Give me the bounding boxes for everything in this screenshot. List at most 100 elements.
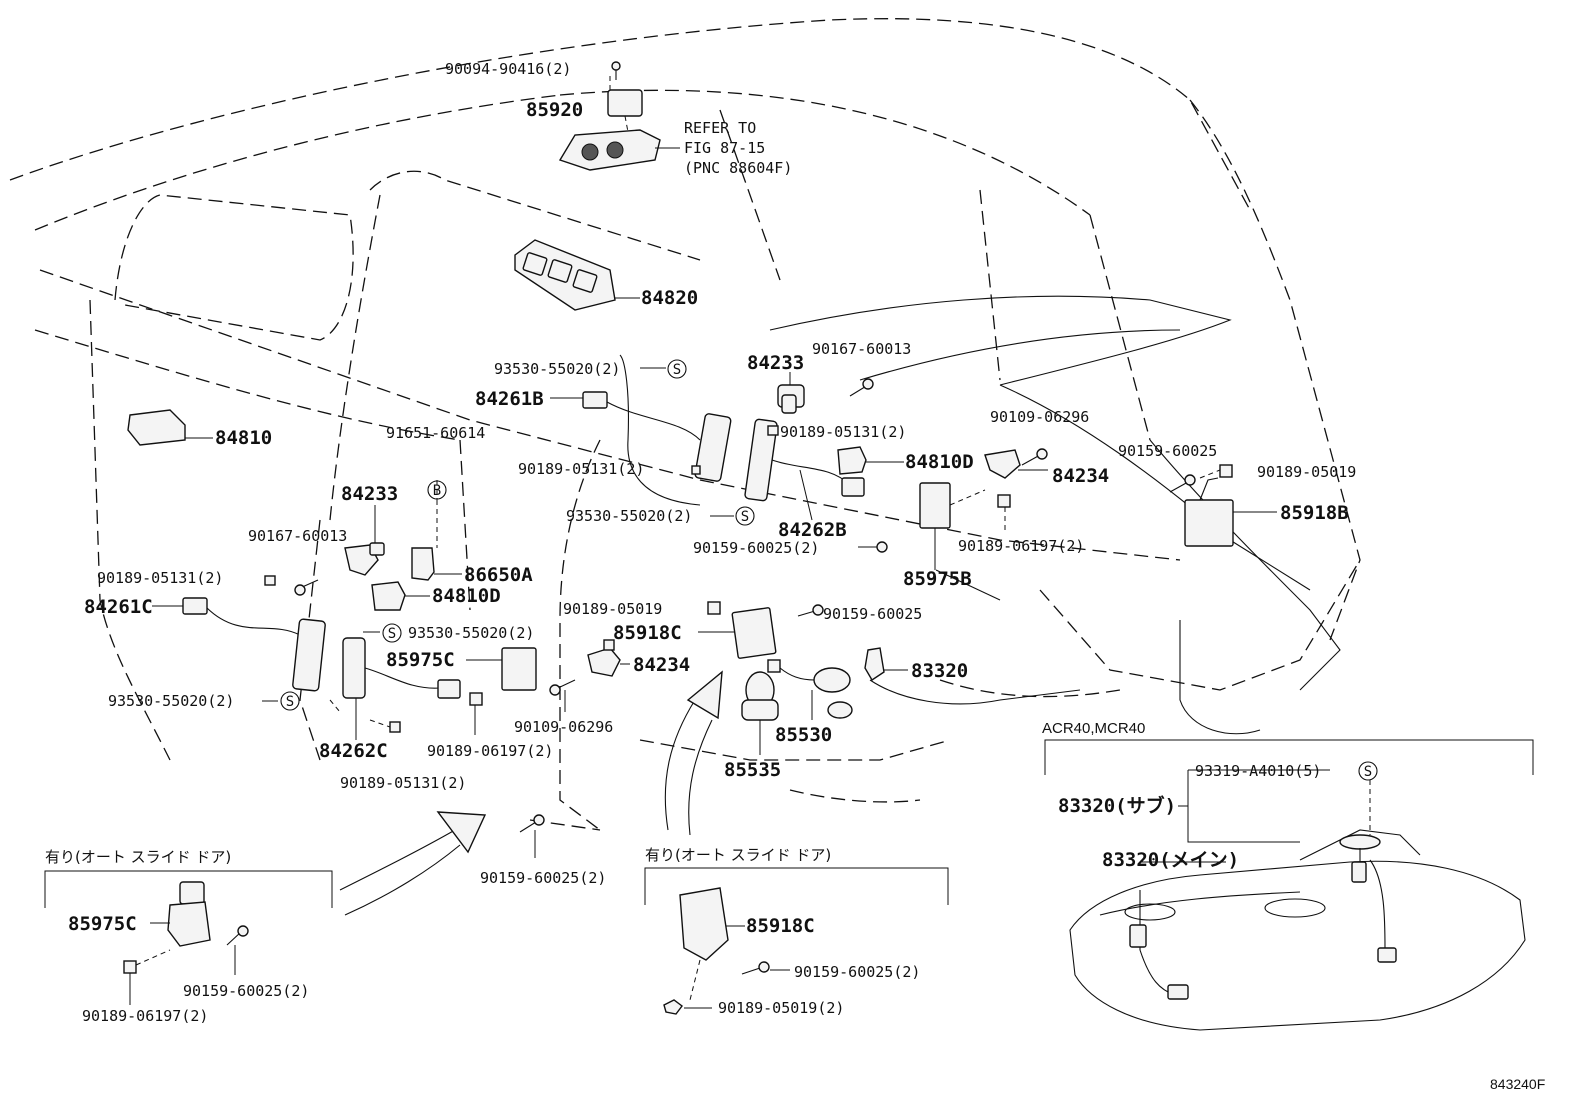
unit-85918C-mid-icon: [698, 607, 777, 659]
label-90189-05019-mid: 90189-05019: [563, 600, 662, 618]
s-marker-1: S: [667, 359, 687, 379]
label-83320-sub: 83320(サブ): [1058, 794, 1176, 817]
label-90189-05131-a: 90189-05131(2): [518, 460, 644, 478]
label-90109-06296-left: 90109-06296: [514, 718, 613, 736]
label-91651-60614: 91651-60614: [386, 424, 485, 442]
box1-frame: [44, 870, 333, 908]
label-box1-90159-60025: 90159-60025(2): [183, 982, 309, 1000]
label-93530-55020-c: 93530-55020(2): [408, 624, 534, 642]
label-90159-60025-right: 90159-60025: [1118, 442, 1217, 460]
harness-84261C-icon: [182, 597, 326, 692]
label-box2-90159-60025: 90159-60025(2): [794, 963, 920, 981]
label-85920: 85920: [526, 99, 583, 121]
screw-90094-icon: [611, 61, 621, 80]
label-90109-06296-right: 90109-06296: [990, 408, 1089, 426]
switch-85920-icon: [607, 89, 643, 117]
label-84820: 84820: [641, 287, 698, 309]
label-85975B: 85975B: [903, 568, 972, 590]
bolt-90167-left-icon: [294, 579, 319, 596]
clip-90189-05131-top-icon: [767, 425, 779, 436]
label-84810-left: 84810: [215, 427, 272, 449]
harness-84262B-icon: [744, 418, 865, 521]
sensor-84234-right-icon: [984, 449, 1021, 479]
label-90189-06197-left: 90189-06197(2): [427, 742, 553, 760]
s-marker-2: S: [735, 506, 755, 526]
switch-84810-icon: [127, 409, 186, 446]
svg-text:S: S: [741, 509, 749, 525]
harness-84261B-icon: [582, 354, 732, 506]
label-90167-60013-top: 90167-60013: [812, 340, 911, 358]
label-90189-05131-b: 90189-05131(2): [780, 423, 906, 441]
vehicle-outline: [9, 18, 1361, 831]
label-90159-60025-mid2: 90159-60025: [823, 605, 922, 623]
label-93319-a4010: 93319-A4010(5): [1195, 762, 1321, 780]
label-84810D-left: 84810D: [432, 585, 501, 607]
bolt-90159-right-icon: [1169, 474, 1196, 493]
label-refer-line2: FIG 87-15: [684, 139, 765, 157]
box2-parts: [663, 887, 790, 1015]
sensor-84234-left-icon: [587, 647, 630, 677]
label-90159-60025-mid: 90159-60025(2): [693, 539, 819, 557]
clip-90189-05019-mid-icon: [707, 601, 721, 615]
svg-text:S: S: [286, 694, 294, 710]
s-marker-4: S: [280, 691, 300, 711]
label-85918B: 85918B: [1280, 502, 1349, 524]
label-90189-06197-right: 90189-06197(2): [958, 537, 1084, 555]
clip-90189-06197-left-icon: [469, 692, 483, 706]
bolt-90109-left-icon: [549, 679, 576, 696]
label-box2-90189-05019: 90189-05019(2): [718, 999, 844, 1017]
part-labels: 90094-90416(2) 85920 REFER TO FIG 87-15 …: [45, 60, 1545, 1092]
bolt-90159-mid2-icon: [797, 604, 824, 617]
svg-text:S: S: [673, 362, 681, 378]
label-acr40-mcr40: ACR40,MCR40: [1042, 720, 1145, 737]
sensor-84233-top-icon: [777, 372, 805, 414]
label-refer-line1: REFER TO: [684, 119, 756, 137]
label-box1-85975C: 85975C: [68, 913, 137, 935]
bulb-85535-icon: [741, 671, 779, 755]
label-refer-line3: (PNC 88604F): [684, 159, 792, 177]
label-85535: 85535: [724, 759, 781, 781]
label-93530-55020-d: 93530-55020(2): [108, 692, 234, 710]
arrow-right-icon: [664, 670, 723, 836]
s-marker-5: S: [1358, 761, 1378, 781]
service-markers: S S S S S B: [280, 359, 1378, 781]
label-83320-main: 83320(メイン): [1102, 849, 1239, 871]
label-84810D-right: 84810D: [905, 451, 974, 473]
label-84233-left: 84233: [341, 483, 398, 505]
window-master-switch-icon: [514, 239, 616, 311]
harness-84262C-icon: [342, 637, 461, 740]
label-93530-55020-a: 93530-55020(2): [494, 360, 620, 378]
label-90189-05131-bottom: 90189-05131(2): [340, 774, 466, 792]
svg-text:S: S: [1364, 764, 1372, 780]
box1-parts: [123, 881, 249, 1005]
label-90189-05131-left: 90189-05131(2): [97, 569, 223, 587]
grommet-86650A-icon: [411, 500, 462, 581]
label-90159-60025-bottom: 90159-60025(2): [480, 869, 606, 887]
bolt-90159-mid-icon: [858, 541, 888, 553]
fuel-sender-83320-icon: [827, 647, 908, 719]
bolt-90159-bottom-icon: [519, 814, 545, 858]
lamp-85530-icon: [767, 659, 851, 720]
label-84262B: 84262B: [778, 519, 847, 541]
box2-frame: [644, 867, 949, 905]
sensor-84233-left-icon: [344, 505, 385, 576]
label-box2-85918C: 85918C: [746, 915, 815, 937]
label-84262C: 84262C: [319, 740, 388, 762]
switch-84810D-right-icon: [837, 446, 867, 475]
svg-text:S: S: [388, 626, 396, 642]
label-85918C-mid: 85918C: [613, 622, 682, 644]
fuel-tank-icon: [1069, 829, 1526, 1031]
b-marker: B: [427, 480, 447, 500]
label-90094-90416: 90094-90416(2): [445, 60, 571, 78]
bolt-90109-right-icon: [1021, 448, 1048, 466]
switch-84810D-left-icon: [371, 581, 430, 611]
parts: [44, 61, 1534, 1031]
svg-text:B: B: [433, 483, 441, 499]
box2-title: 有り(オート スライド ドア): [645, 846, 831, 864]
arrow-left-icon: [339, 811, 487, 916]
clip-90189-05131-bottom-icon: [389, 721, 401, 733]
clip-90189-05131-left-icon: [264, 575, 276, 586]
box1-title: 有り(オート スライド ドア): [45, 848, 231, 866]
unit-85918B-icon: [1184, 477, 1234, 547]
